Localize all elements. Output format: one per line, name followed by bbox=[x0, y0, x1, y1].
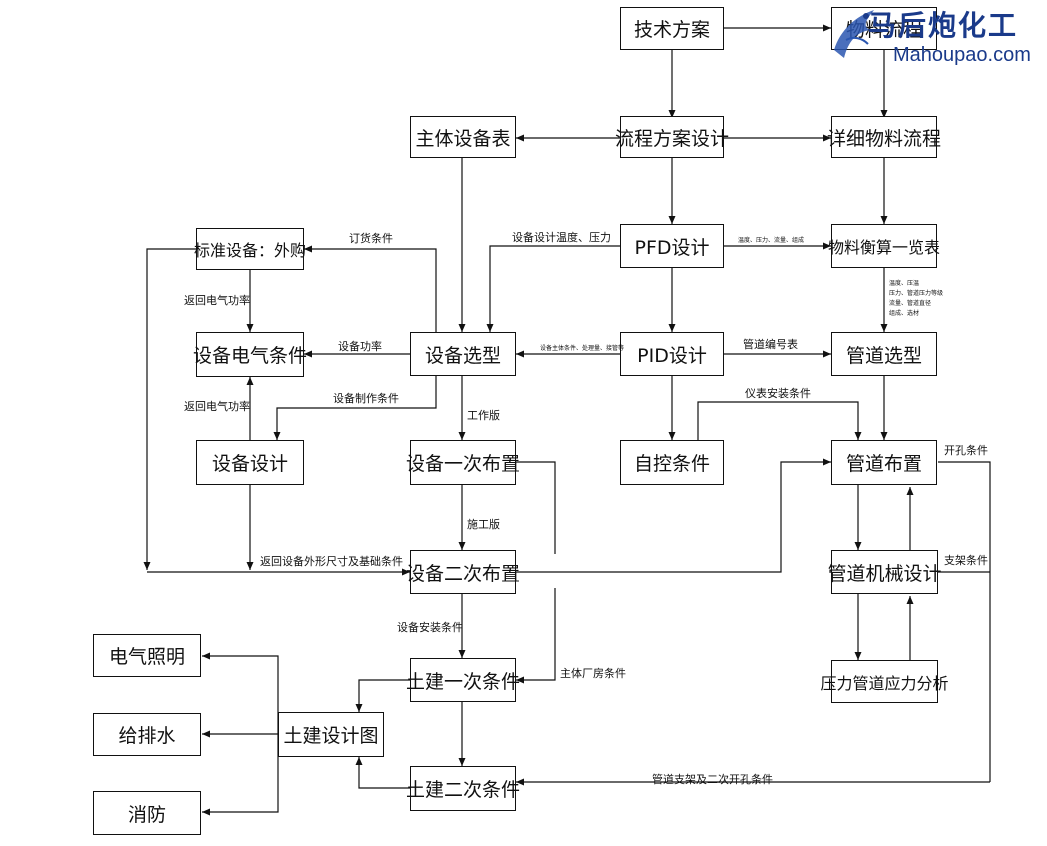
arrow-civil2-to-drawing bbox=[355, 757, 410, 789]
label-return-dimensions: 返回设备外形尺寸及基础条件 bbox=[260, 555, 403, 568]
label-design-temp-pressure: 设备设计温度、压力 bbox=[512, 231, 611, 244]
node-equipment-electrical: 设备电气条件 bbox=[193, 332, 307, 377]
node-material-balance: 物料衡算一览表 bbox=[828, 224, 940, 268]
node-equipment-selection: 设备选型 bbox=[410, 332, 516, 376]
node-electrical-lighting: 电气照明 bbox=[93, 634, 201, 677]
node-auto-control: 自控条件 bbox=[620, 440, 724, 485]
label-equipment-power: 设备功率 bbox=[338, 340, 382, 353]
arrow-civil1-to-drawing bbox=[355, 679, 410, 712]
arrow-opening-conditions bbox=[938, 461, 991, 782]
node-pipe-selection: 管道选型 bbox=[831, 332, 937, 376]
arrow-auto-to-pipe-layout bbox=[697, 401, 862, 440]
arrow-standard-to-layout2 bbox=[143, 248, 196, 570]
label-pid-params: 设备主体条件、处理量、接管等 bbox=[540, 345, 625, 352]
label-return-power-1: 返回电气功率 bbox=[184, 294, 250, 307]
arrow-selection-to-standard bbox=[304, 245, 437, 332]
node-water-drainage: 给排水 bbox=[93, 713, 201, 756]
label-manufacturing-conditions: 设备制作条件 bbox=[333, 392, 399, 405]
node-pipe-layout: 管道布置 bbox=[831, 440, 937, 485]
label-pipe-support-opening: 管道支架及二次开孔条件 bbox=[652, 773, 773, 786]
watermark-logo bbox=[826, 0, 1047, 66]
node-equipment-layout-1: 设备一次布置 bbox=[406, 440, 520, 485]
label-construction-version: 施工版 bbox=[467, 518, 500, 531]
node-detailed-flow: 详细物料流程 bbox=[827, 116, 941, 158]
node-pipe-mech-design: 管道机械设计 bbox=[828, 550, 942, 594]
arrow-selection-to-design bbox=[273, 376, 437, 440]
node-fire-protection: 消防 bbox=[93, 791, 201, 835]
node-civil-1: 土建一次条件 bbox=[406, 658, 520, 702]
logo-brand: 马后炮化工 bbox=[868, 9, 1019, 42]
dragon-icon bbox=[834, 10, 874, 58]
label-balance-params-4: 组成、选材 bbox=[889, 310, 920, 317]
arrow-pfd-to-selection bbox=[486, 245, 620, 332]
label-balance-params-3: 流量、管道直径 bbox=[889, 300, 932, 307]
label-return-power-2: 返回电气功率 bbox=[184, 400, 250, 413]
arrow-layout1-to-civil1 bbox=[516, 461, 556, 554]
arrow-drawing-to-fire bbox=[202, 734, 279, 816]
arrow-layout2-to-pipe-layout bbox=[516, 458, 831, 573]
node-tech-plan: 技术方案 bbox=[620, 7, 724, 50]
node-civil-2: 土建二次条件 bbox=[406, 766, 520, 811]
logo-url: Mahoupao.com bbox=[893, 44, 1031, 66]
node-standard-equipment: 标准设备：外购 bbox=[194, 228, 306, 270]
arrow-drawing-to-lighting bbox=[202, 652, 279, 734]
node-pid-design: PID设计 bbox=[620, 332, 724, 376]
node-main-equipment-list: 主体设备表 bbox=[410, 116, 516, 158]
node-equipment-layout-2: 设备二次布置 bbox=[406, 550, 520, 594]
label-pipe-number-table: 管道编号表 bbox=[743, 338, 798, 351]
label-support-conditions: 支架条件 bbox=[944, 554, 988, 567]
label-main-plant-conditions: 主体厂房条件 bbox=[560, 667, 626, 680]
label-instrument-install: 仪表安装条件 bbox=[745, 387, 811, 400]
label-balance-params-2: 压力、管道压力等级 bbox=[889, 290, 944, 297]
node-equipment-design: 设备设计 bbox=[196, 440, 304, 485]
label-opening-conditions: 开孔条件 bbox=[944, 444, 988, 457]
label-order-conditions: 订货条件 bbox=[349, 232, 393, 245]
node-civil-design-drawing: 土建设计图 bbox=[278, 712, 384, 757]
label-balance-params-1: 温度、压温 bbox=[889, 280, 920, 287]
label-equipment-install: 设备安装条件 bbox=[397, 621, 463, 634]
label-pfd-params: 温度、压力、流量、组成 bbox=[738, 237, 805, 244]
node-pfd-design: PFD设计 bbox=[620, 224, 724, 268]
node-pressure-stress: 压力管道应力分析 bbox=[821, 660, 949, 703]
node-process-design: 流程方案设计 bbox=[615, 116, 729, 158]
label-work-version: 工作版 bbox=[467, 409, 500, 422]
